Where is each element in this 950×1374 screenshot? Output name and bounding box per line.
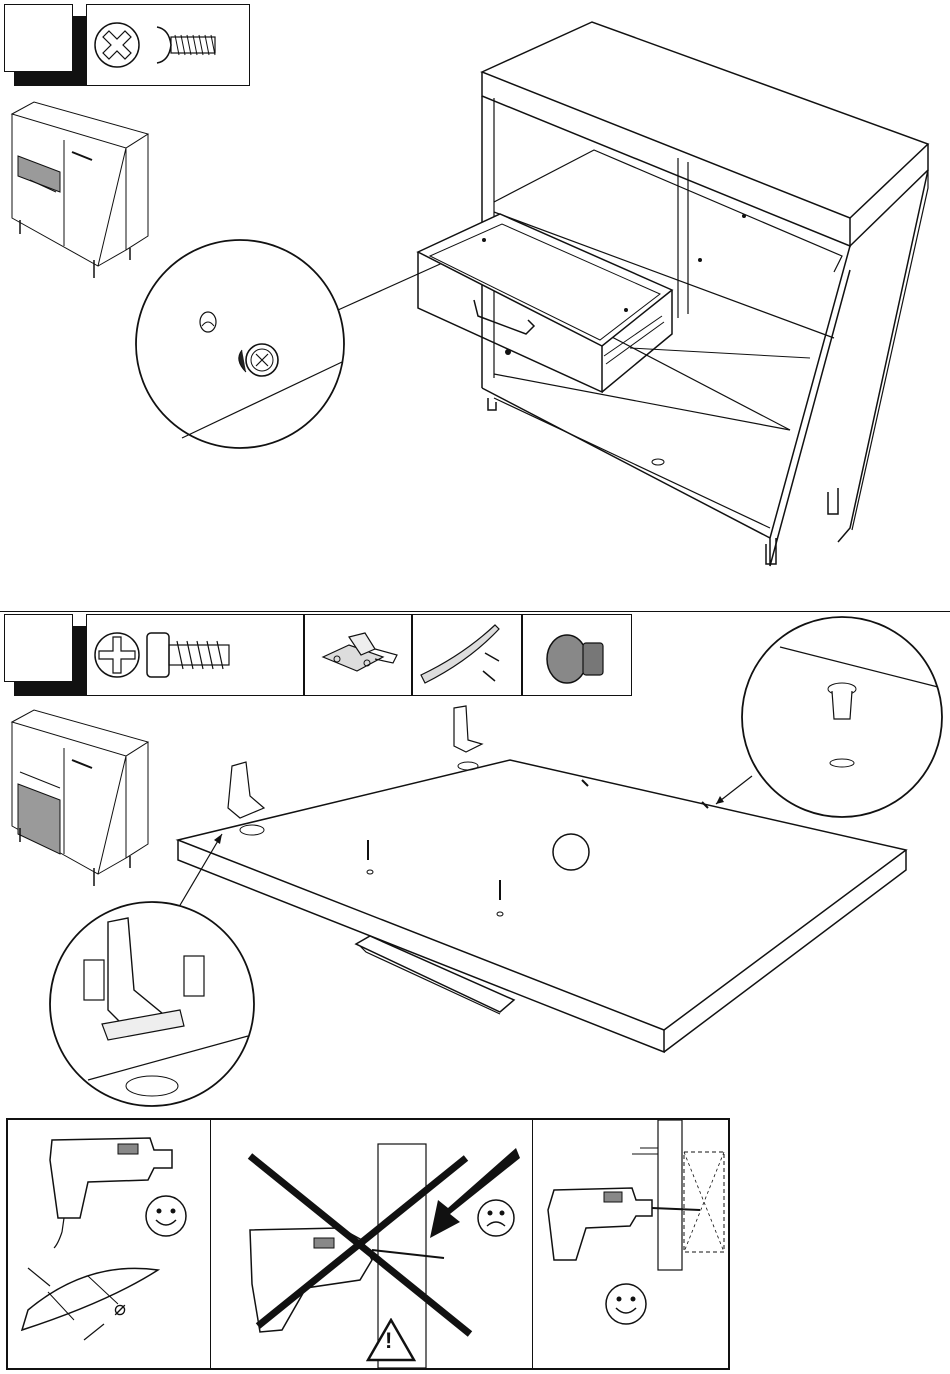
step-2-parts-box-hinge — [304, 614, 412, 696]
cam-bolt-icon — [87, 5, 249, 85]
diameter-symbol: ⌀ — [114, 1296, 126, 1320]
cabinet-thumbnail-step-2 — [6, 708, 156, 893]
zoom-detail-hinge — [48, 900, 258, 1110]
drill-panel-correct-bit: ⌀ — [8, 1120, 211, 1368]
cam-bolt-large-icon — [87, 615, 303, 695]
step-2-parts-box-handle — [412, 614, 522, 696]
sad-icon — [476, 1198, 516, 1238]
drill-panel-wrong-angle: ! — [210, 1120, 533, 1368]
drilling-instructions: ⌀ ! — [6, 1118, 730, 1370]
section-divider — [0, 611, 950, 612]
step-2-number-box — [4, 614, 73, 682]
smile-icon-2 — [604, 1282, 648, 1326]
drill-icon — [8, 1120, 210, 1368]
zoom-detail-plastic-pin — [740, 615, 950, 820]
plastic-pin-icon — [523, 615, 631, 695]
cabinet-drawer-assembly — [410, 18, 950, 573]
zoom-detail-cam-bolt — [134, 238, 349, 453]
handle-screws-icon — [413, 615, 521, 695]
hinge-icon — [305, 615, 411, 695]
step-1-number-box — [4, 4, 73, 72]
step-2-parts-box-pin — [522, 614, 632, 696]
step-2-parts-box-1 — [86, 614, 304, 696]
smile-icon — [144, 1194, 188, 1238]
warning-glyph: ! — [385, 1328, 392, 1354]
step-1-parts-box — [86, 4, 250, 86]
drill-panel-correct-depth — [532, 1120, 728, 1368]
drill-icon-depth — [532, 1120, 728, 1368]
